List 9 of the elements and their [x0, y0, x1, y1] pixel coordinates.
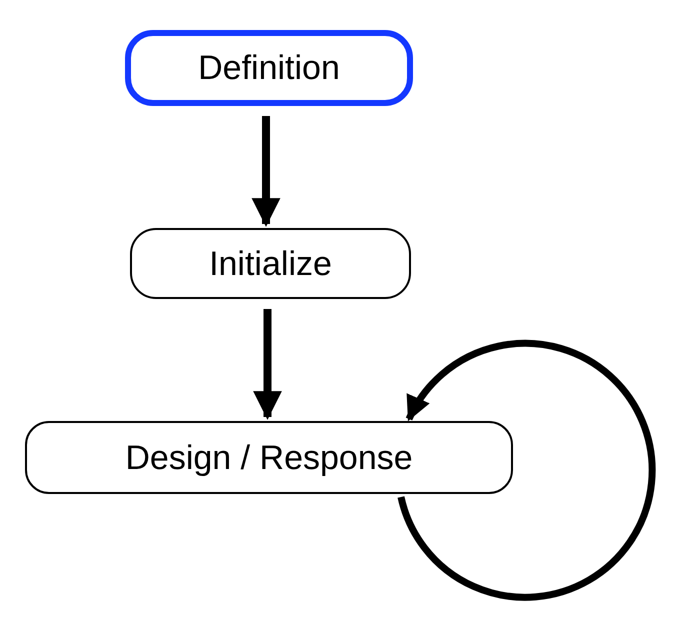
- box-label: Definition: [198, 51, 340, 85]
- arrow: [253, 309, 282, 420]
- arrow: [252, 116, 280, 227]
- arrow: [398, 340, 656, 601]
- process-box: [25, 421, 513, 494]
- process-box: [125, 30, 413, 106]
- process-box: [130, 228, 411, 299]
- box-label: Initialize: [209, 246, 332, 280]
- box-label: Design / Response: [125, 440, 413, 474]
